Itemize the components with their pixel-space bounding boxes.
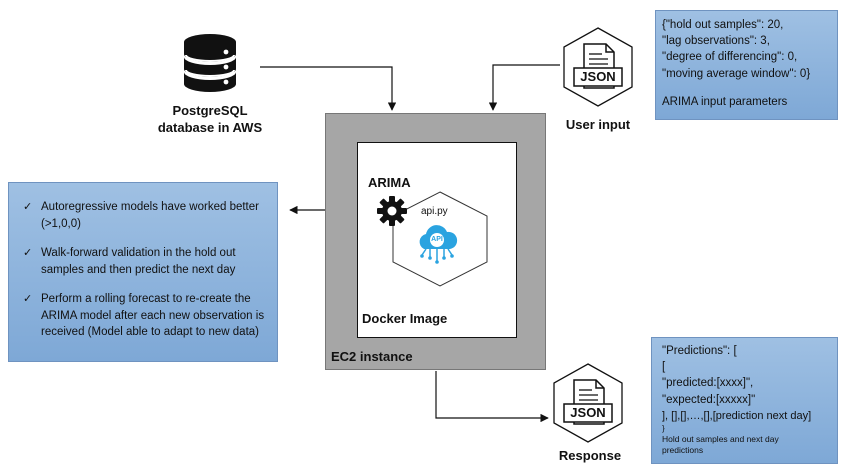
prediction-line: "expected:[xxxxx]": [662, 393, 756, 406]
database-label: PostgreSQL database in AWS: [140, 102, 280, 136]
docker-label: Docker Image: [362, 311, 448, 326]
api-badge: API: [431, 236, 443, 243]
user-input-json-icon: [562, 26, 634, 108]
note-text: Walk-forward validation in the hold out …: [41, 247, 236, 276]
database-icon: [180, 32, 240, 96]
predictions-caption: Hold out samples and next day prediction…: [662, 434, 831, 456]
input-param-line: "degree of differencing": 0,: [662, 51, 798, 64]
prediction-line: "Predictions": [: [662, 345, 737, 357]
model-notes-box: ✓ Autoregressive models have worked bette…: [8, 182, 278, 362]
arima-label: ARIMA: [368, 175, 411, 190]
response-json-badge: JSON: [570, 405, 606, 420]
predictions-caption-line1: Hold out samples and next day: [662, 434, 779, 445]
response-label: Response: [558, 448, 622, 463]
predictions-caption-line2: predictions: [662, 445, 704, 456]
prediction-line: ], [],[],…,[],[prediction next day]: [662, 409, 812, 422]
note-item: ✓ Autoregressive models have worked bette…: [17, 199, 267, 232]
user-input-json-badge: JSON: [580, 69, 616, 84]
input-to-ec2-arrow: [488, 64, 560, 111]
input-param-line: {"hold out samples": 20,: [662, 19, 784, 31]
input-params-caption: ARIMA input parameters: [662, 95, 788, 108]
check-icon: ✓: [23, 201, 33, 213]
response-json-icon: [552, 362, 624, 444]
note-text: Perform a rolling forecast to re-create …: [41, 293, 265, 338]
input-param-line: "lag observations": 3,: [662, 35, 770, 48]
note-text: Autoregressive models have worked better…: [41, 201, 259, 230]
gear-icon: [376, 195, 408, 227]
db-to-ec2-arrow: [260, 66, 397, 111]
prediction-line: "predicted:[xxxx]",: [662, 377, 754, 390]
database-label-line2: database in AWS: [157, 120, 263, 135]
predictions-box: "Predictions": [ [ "predicted:[xxxx]", "…: [651, 337, 838, 464]
prediction-line: [: [662, 361, 666, 374]
input-param-line: "moving average window": 0}: [662, 67, 811, 80]
database-label-line1: PostgreSQL: [172, 103, 248, 118]
prediction-line: }: [662, 424, 665, 434]
input-parameters-box: {"hold out samples": 20, "lag observatio…: [655, 10, 838, 120]
check-icon: ✓: [23, 293, 33, 305]
ec2-label: EC2 instance: [331, 349, 413, 364]
note-item: ✓ Walk-forward validation in the hold out…: [17, 245, 267, 278]
ec2-to-response-arrow: [435, 371, 549, 423]
api-file-label: api.py: [421, 206, 448, 217]
check-icon: ✓: [23, 247, 33, 259]
note-item: ✓ Perform a rolling forecast to re-create…: [17, 291, 267, 341]
user-input-label: User input: [565, 117, 631, 132]
api-cloud-icon: [414, 221, 460, 267]
